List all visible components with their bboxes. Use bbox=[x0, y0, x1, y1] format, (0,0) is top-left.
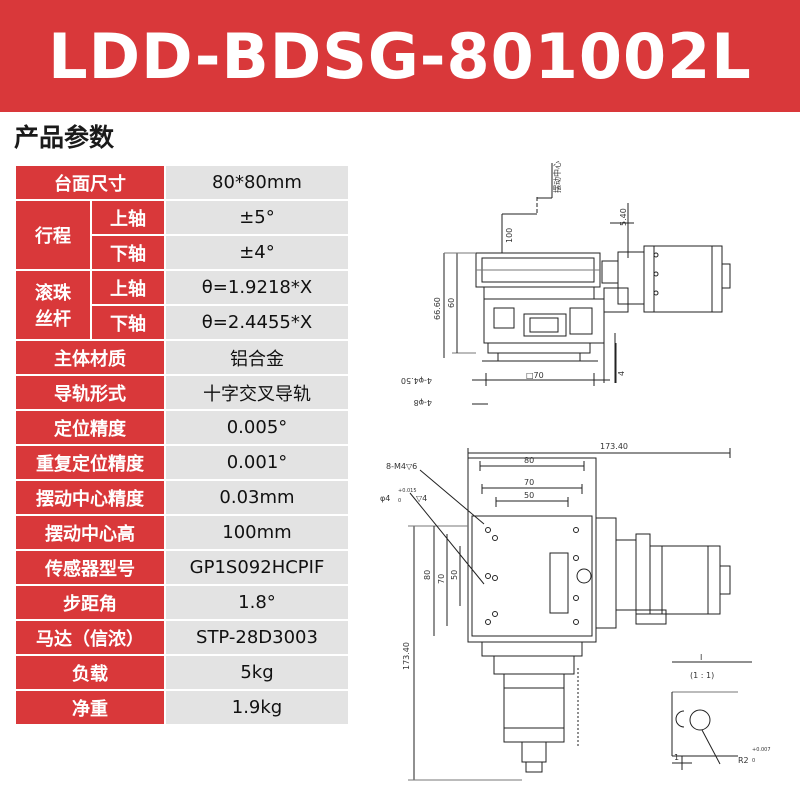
spec-row-guide: 导轨形式 十字交叉导轨 bbox=[14, 374, 350, 411]
dim-70: 70 bbox=[524, 478, 534, 487]
dim-swing-center: 摆动中心 bbox=[552, 161, 562, 193]
spec-row-swing-accuracy: 摆动中心精度 0.03mm bbox=[14, 479, 350, 516]
dim-v80: 80 bbox=[423, 570, 432, 580]
spec-row-repeat: 重复定位精度 0.001° bbox=[14, 444, 350, 481]
spec-row-swing-height: 摆动中心高 100mm bbox=[14, 514, 350, 551]
spec-row-positioning: 定位精度 0.005° bbox=[14, 409, 350, 446]
spec-label: 负载 bbox=[14, 654, 166, 691]
product-title: LDD-BDSG-801002L bbox=[48, 19, 752, 93]
spec-label: 净重 bbox=[14, 689, 166, 726]
spec-row-table-size: 台面尺寸 80*80mm bbox=[14, 164, 350, 201]
dim-540: 5.40 bbox=[619, 208, 628, 226]
spec-table: 台面尺寸 80*80mm 行程 上轴 ±5° 下轴 ±4° 滚珠 丝杆 上轴 θ… bbox=[14, 164, 350, 726]
front-view bbox=[443, 163, 731, 405]
spec-sublabel: 下轴 bbox=[90, 234, 166, 271]
spec-label: 定位精度 bbox=[14, 409, 166, 446]
spec-label: 行程 bbox=[14, 199, 92, 271]
dim-80: 80 bbox=[524, 456, 534, 465]
spec-row-ballscrew-upper: 滚珠 丝杆 上轴 θ=1.9218*X bbox=[14, 269, 350, 341]
spec-value: GP1S092HCPIF bbox=[164, 549, 350, 586]
spec-value: θ=2.4455*X bbox=[164, 304, 350, 341]
spec-label: 导轨形式 bbox=[14, 374, 166, 411]
dim-pin-tol0: 0 bbox=[398, 498, 401, 504]
spec-row-ballscrew-lower: 下轴 θ=2.4455*X bbox=[15, 304, 350, 341]
spec-label: 摆动中心精度 bbox=[14, 479, 166, 516]
dim-100: 100 bbox=[505, 228, 514, 243]
dim-hole-450: 4-φ4.50 bbox=[401, 376, 432, 385]
spec-value: 1.8° bbox=[164, 584, 350, 621]
dim-hole-8: 4-φ8 bbox=[414, 398, 432, 407]
spec-value: 5kg bbox=[164, 654, 350, 691]
spec-label: 马达（信浓） bbox=[14, 619, 166, 656]
spec-row-stroke-lower: 下轴 ±4° bbox=[15, 234, 350, 271]
spec-label: 主体材质 bbox=[14, 339, 166, 376]
spec-row-sensor: 传感器型号 GP1S092HCPIF bbox=[14, 549, 350, 586]
spec-value: θ=1.9218*X bbox=[164, 269, 350, 306]
spec-row-motor: 马达（信浓） STP-28D3003 bbox=[14, 619, 350, 656]
spec-label: 摆动中心高 bbox=[14, 514, 166, 551]
spec-value: 十字交叉导轨 bbox=[164, 374, 350, 411]
spec-label-ballscrew: 滚珠 丝杆 bbox=[14, 269, 92, 341]
dim-6660: 66.60 bbox=[433, 297, 442, 320]
detail-label: I bbox=[700, 653, 702, 662]
detail-scale: (1 : 1) bbox=[690, 671, 714, 680]
section-title: 产品参数 bbox=[14, 123, 115, 152]
dim-sq70: □70 bbox=[526, 371, 544, 380]
spec-value: ±4° bbox=[164, 234, 350, 271]
spec-sublabel: 上轴 bbox=[90, 199, 166, 236]
dim-m4: 8-M4▽6 bbox=[386, 462, 417, 471]
dim-v50: 50 bbox=[450, 570, 459, 580]
dim-pin-depth: ▽4 bbox=[416, 494, 427, 503]
spec-label: 步距角 bbox=[14, 584, 166, 621]
spec-row-step-angle: 步距角 1.8° bbox=[14, 584, 350, 621]
dim-17340-h: 173.40 bbox=[600, 442, 628, 451]
spec-value: 100mm bbox=[164, 514, 350, 551]
spec-value: 0.005° bbox=[164, 409, 350, 446]
spec-value: 80*80mm bbox=[164, 164, 350, 201]
title-banner bbox=[0, 0, 800, 112]
dim-4: 4 bbox=[617, 371, 626, 376]
spec-label: 传感器型号 bbox=[14, 549, 166, 586]
top-view bbox=[408, 448, 731, 781]
dim-60: 60 bbox=[447, 298, 456, 308]
spec-value: 1.9kg bbox=[164, 689, 350, 726]
detail-tol0: 0 bbox=[752, 758, 755, 764]
dim-pin: φ4 bbox=[380, 494, 390, 503]
detail-r2: R2 bbox=[738, 756, 749, 765]
spec-value: STP-28D3003 bbox=[164, 619, 350, 656]
spec-value: 0.03mm bbox=[164, 479, 350, 516]
detail-dim-1: 1 bbox=[674, 753, 679, 762]
spec-row-net-weight: 净重 1.9kg bbox=[14, 689, 350, 726]
dim-pin-tol: +0.015 bbox=[398, 488, 417, 494]
spec-label-line2: 丝杆 bbox=[35, 309, 71, 330]
spec-value: 铝合金 bbox=[164, 339, 350, 376]
technical-drawing: 摆动中心 100 5.40 66.60 60 4 4-φ4.50 □70 4-φ… bbox=[380, 161, 771, 781]
detail-tol: +0.007 bbox=[752, 747, 771, 753]
spec-value: 0.001° bbox=[164, 444, 350, 481]
spec-label: 台面尺寸 bbox=[14, 164, 166, 201]
spec-row-load: 负载 5kg bbox=[14, 654, 350, 691]
spec-row-stroke-upper: 行程 上轴 ±5° bbox=[14, 199, 350, 271]
spec-value: ±5° bbox=[164, 199, 350, 236]
dim-50: 50 bbox=[524, 491, 534, 500]
spec-label-line1: 滚珠 bbox=[35, 283, 71, 304]
dim-v70: 70 bbox=[437, 574, 446, 584]
detail-view bbox=[671, 661, 752, 770]
spec-sublabel: 下轴 bbox=[90, 304, 166, 341]
spec-label: 重复定位精度 bbox=[14, 444, 166, 481]
dim-v17340: 173.40 bbox=[402, 642, 411, 670]
spec-row-material: 主体材质 铝合金 bbox=[14, 339, 350, 376]
spec-sublabel: 上轴 bbox=[90, 269, 166, 306]
